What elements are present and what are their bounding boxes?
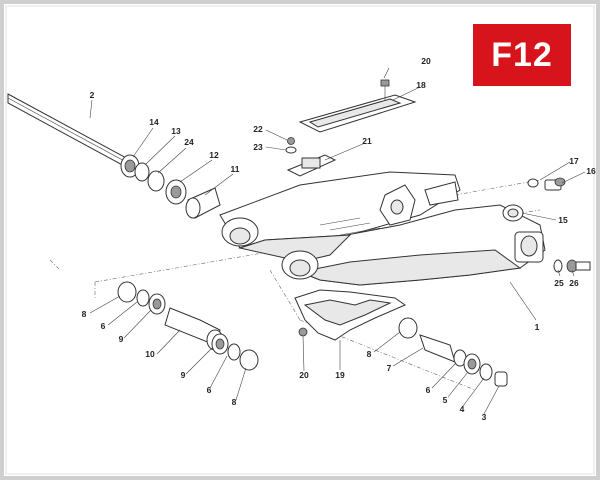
callout-3: 3 xyxy=(482,412,487,422)
callout-7: 7 xyxy=(387,363,392,373)
callout-8-mid: 8 xyxy=(232,397,237,407)
right-pivot-stack xyxy=(398,317,508,387)
callout-8-right: 8 xyxy=(367,349,372,359)
callout-22: 22 xyxy=(253,124,263,134)
figure-code-text: F12 xyxy=(491,35,553,74)
callout-5: 5 xyxy=(443,395,448,405)
callout-19: 19 xyxy=(335,370,345,380)
callout-11: 11 xyxy=(231,164,240,174)
callout-6-mid: 6 xyxy=(207,385,212,395)
leader-lines xyxy=(89,67,586,415)
chain-guard xyxy=(294,289,407,341)
inner-border xyxy=(5,5,595,475)
callout-9-mid: 9 xyxy=(181,370,186,380)
axle-shaft xyxy=(7,93,132,171)
callout-17: 17 xyxy=(569,156,579,166)
figure-code-badge: F12 xyxy=(473,24,571,86)
callout-13: 13 xyxy=(171,126,181,136)
callout-8-left: 8 xyxy=(82,309,87,319)
chain-guide-plate xyxy=(298,79,417,133)
callout-26: 26 xyxy=(569,278,579,288)
callout-20-bottom: 20 xyxy=(299,370,309,380)
callout-18: 18 xyxy=(416,80,426,90)
callout-6-right: 6 xyxy=(426,385,431,395)
callout-25: 25 xyxy=(554,278,564,288)
callout-4: 4 xyxy=(460,404,465,414)
callout-labels: 2 14 13 24 12 11 20 18 22 23 21 17 16 15… xyxy=(82,56,596,422)
callout-14: 14 xyxy=(149,117,159,127)
callout-15: 15 xyxy=(558,215,568,225)
callout-9-left: 9 xyxy=(119,334,124,344)
right-side-parts xyxy=(502,177,591,273)
bolt-washer-22-23 xyxy=(285,137,297,154)
callout-2: 2 xyxy=(90,90,95,100)
left-pivot-stack xyxy=(117,281,259,371)
callout-6-left: 6 xyxy=(101,321,106,331)
callout-12: 12 xyxy=(209,150,219,160)
callout-1: 1 xyxy=(535,322,540,332)
bracket-part xyxy=(286,154,337,177)
callout-20-top: 20 xyxy=(421,56,431,66)
callout-24: 24 xyxy=(184,137,194,147)
callout-16: 16 xyxy=(586,166,596,176)
callout-23: 23 xyxy=(253,142,263,152)
front-pivot-parts xyxy=(120,154,221,219)
callout-21: 21 xyxy=(362,136,372,146)
swingarm-body xyxy=(219,171,546,286)
callout-10: 10 xyxy=(145,349,155,359)
